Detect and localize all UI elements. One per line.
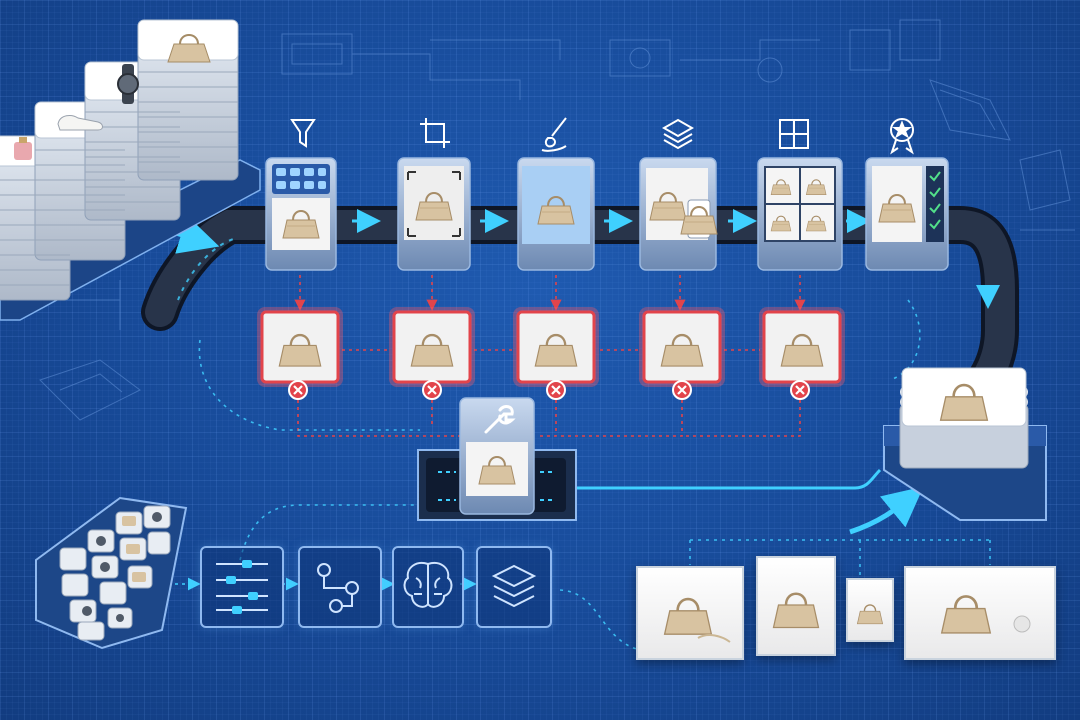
tool-sliders — [200, 546, 284, 628]
belt-arrows — [352, 209, 1000, 309]
shoe-icon — [57, 115, 103, 131]
bag-icon — [167, 34, 211, 63]
stage-grid — [757, 157, 843, 271]
tool-ai — [392, 546, 464, 628]
sliders-icon — [216, 560, 268, 614]
layers-icon — [661, 118, 695, 150]
brain-icon — [403, 562, 453, 608]
tool-layers — [476, 546, 552, 628]
workflow-icon — [317, 563, 359, 613]
checkmark-icon — [929, 171, 941, 230]
stage-filter — [265, 157, 337, 271]
repair-return-line — [575, 468, 882, 490]
stage-crop — [397, 157, 471, 271]
filter-icon — [290, 119, 316, 148]
crop-icon — [420, 118, 450, 148]
bag-icon — [939, 383, 989, 421]
layers-icon — [491, 564, 537, 608]
variant-photo — [904, 566, 1056, 660]
badge-icon — [890, 118, 914, 155]
variant-photo — [846, 578, 894, 642]
brush-icon — [541, 117, 567, 152]
tool-workflow — [298, 546, 382, 628]
watch-icon — [117, 64, 139, 104]
perfume-icon — [14, 137, 32, 160]
stage-composite — [639, 157, 718, 271]
stage-certified — [865, 157, 949, 271]
grid-icon — [779, 119, 809, 149]
stage-retouch — [517, 157, 595, 271]
variant-photo — [756, 556, 836, 656]
wrench-icon — [484, 405, 516, 434]
variant-photo — [636, 566, 744, 660]
variant-return-arrow — [849, 486, 924, 535]
